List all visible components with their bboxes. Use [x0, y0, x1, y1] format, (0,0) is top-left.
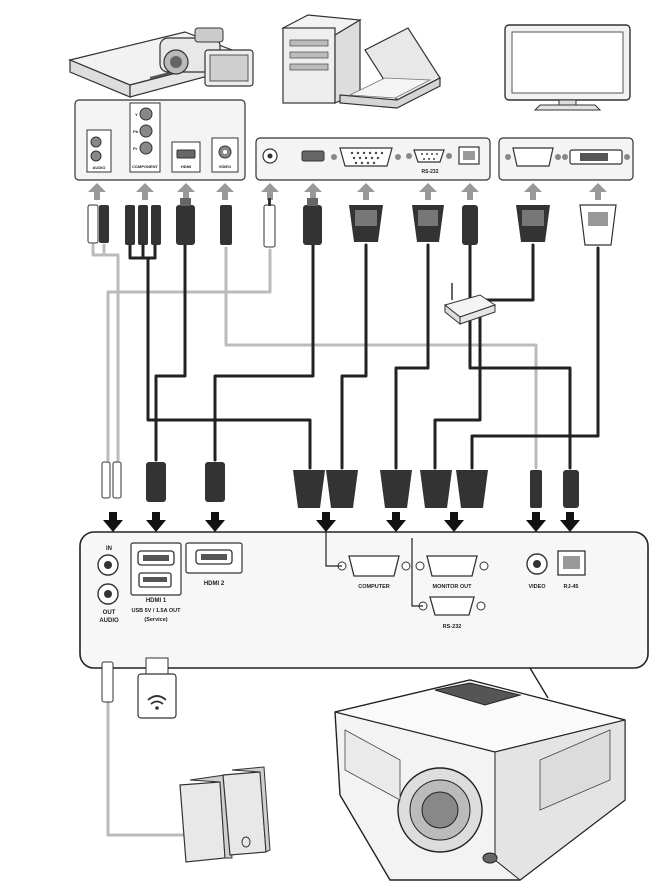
av-video-label: VIDEO [219, 164, 231, 169]
pc-rs232-label: RS-232 [422, 169, 439, 175]
projector-io-panel: IN OUT AUDIO HDMI 1 USB 5V / 1.5A OUT (S… [79, 531, 649, 669]
audio-port [86, 129, 112, 173]
monitor-out-label: MONITOR OUT [432, 584, 472, 590]
rs232-label: RS-232 [443, 624, 462, 630]
pc-rs232-port [413, 149, 445, 163]
source-arrows [88, 183, 607, 200]
computer-vga-port [348, 555, 400, 577]
av-hdmi-label: HDMI [181, 164, 191, 169]
av-audio-label: AUDIO [93, 165, 106, 170]
audio-out-label-1: OUT [103, 610, 116, 616]
av-video-port [211, 137, 239, 173]
computer-label: COMPUTER [358, 584, 390, 590]
monitor-out-port [426, 555, 478, 577]
hdmi2-label: HDMI 2 [204, 581, 225, 587]
monitor-source-panel [498, 137, 634, 181]
video-label: VIDEO [528, 584, 546, 590]
component-channel-pb: Pb [133, 129, 139, 134]
speakers-icon [179, 766, 271, 863]
router-icon [443, 283, 497, 326]
out-audio-plug [101, 661, 114, 703]
audio-out-label-2: AUDIO [99, 618, 119, 624]
top-connectors [87, 198, 617, 248]
audio-in-label: IN [106, 546, 112, 552]
wifi-dongle-icon [137, 657, 177, 719]
component-channel-y: Y [135, 112, 138, 117]
av-component-label: COMPONENT [132, 164, 159, 169]
cables [91, 243, 600, 837]
monitor-icon [504, 24, 631, 111]
component-channel-pr: Pr [133, 146, 138, 151]
monitor-vga-port [512, 147, 554, 167]
bottom-connectors [101, 461, 579, 508]
pc-source-panel: RS-232 [255, 137, 491, 181]
hdmi1-label: HDMI 1 [146, 598, 167, 604]
laptop-icon [339, 27, 441, 109]
projector-icon [334, 679, 626, 881]
camcorder-icon [159, 27, 254, 87]
rj45-label: RJ-45 [564, 584, 579, 590]
pc-hdmi-port [301, 150, 325, 162]
desktop-pc-icon [281, 14, 362, 104]
usb-label-2: (Service) [144, 617, 167, 623]
av-source-panel: AUDIO Y Pb Pr COMPONENT HDMI VIDEO [74, 99, 246, 181]
usb-label-1: USB 5V / 1.5A OUT [131, 608, 181, 614]
rs232-port [429, 596, 475, 616]
